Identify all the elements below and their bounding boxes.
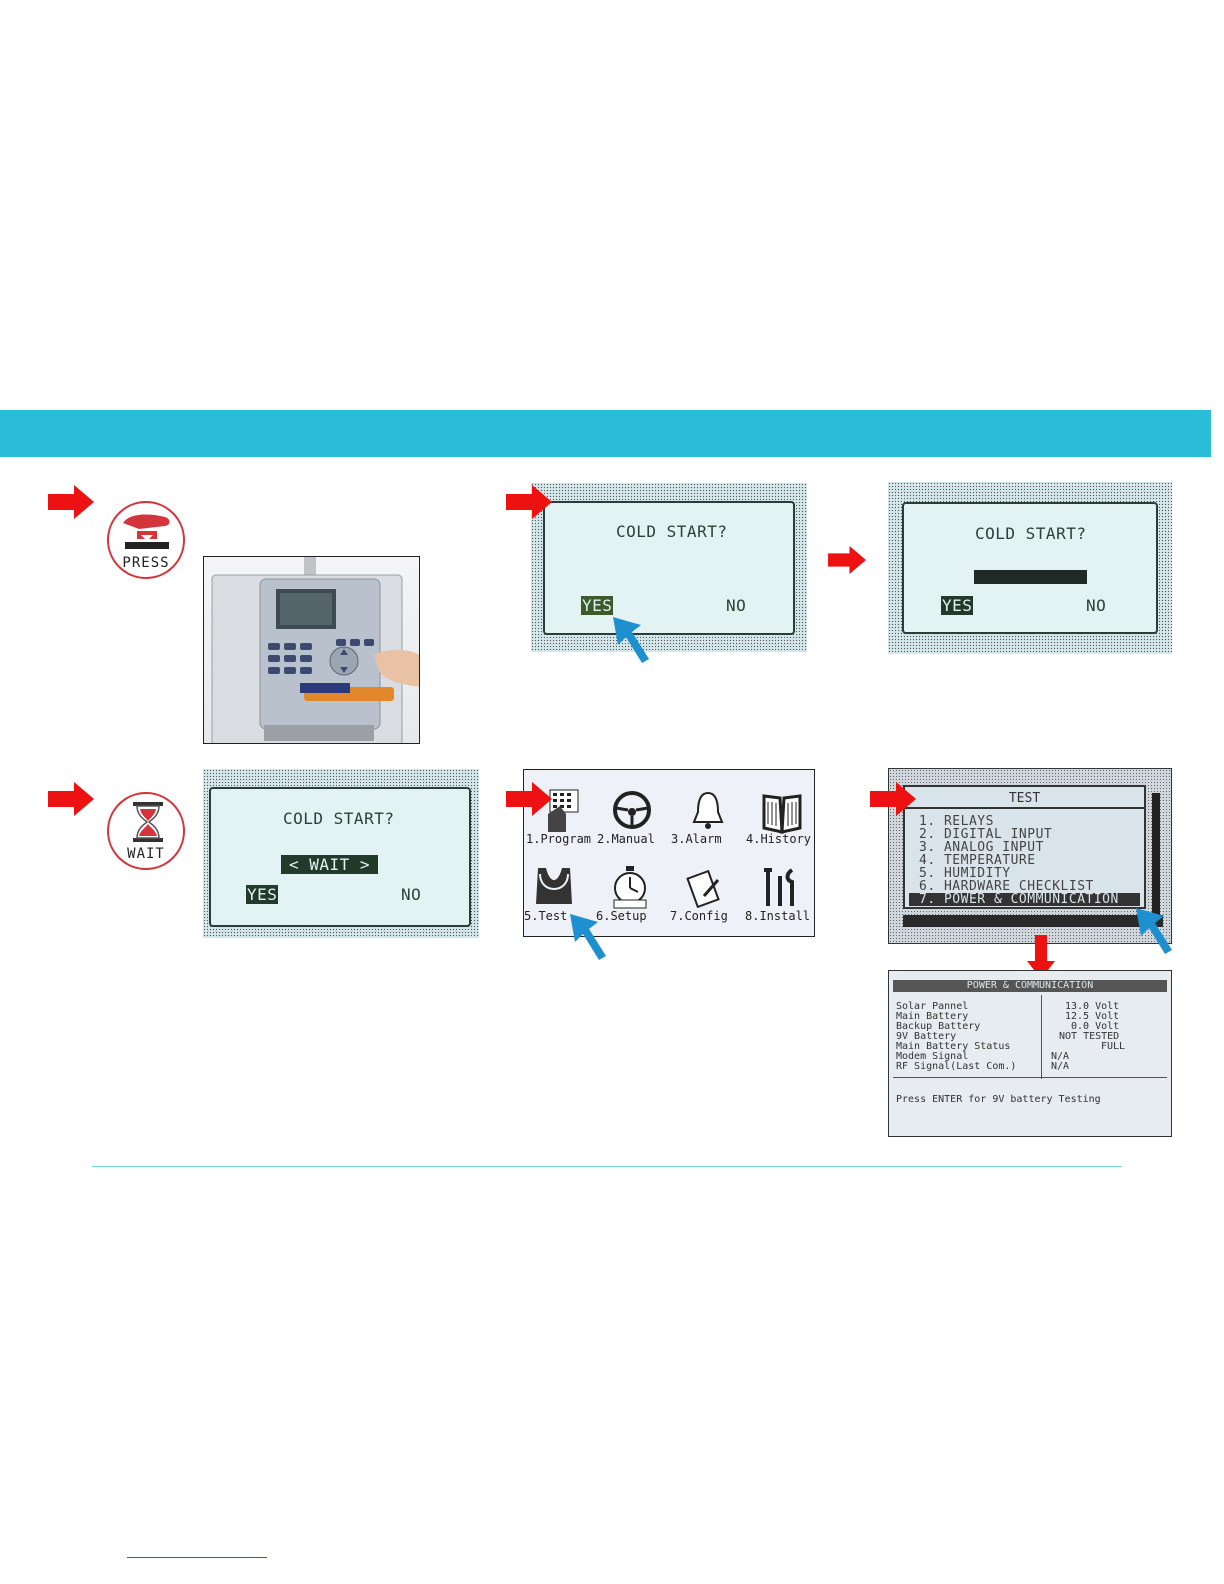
step4-arrow-icon xyxy=(48,782,94,816)
notebook-pen-icon xyxy=(686,869,720,909)
no-option-2[interactable]: NO xyxy=(1086,596,1107,615)
pc-value-modem-signal: N/A xyxy=(1051,1051,1070,1062)
step1-arrow-icon xyxy=(48,485,94,519)
pc-value-9v-battery: NOT TESTED xyxy=(1059,1031,1120,1042)
test-item-humidity[interactable]: 5. HUMIDITY xyxy=(919,866,1011,881)
test-item-analog-input[interactable]: 3. ANALOG INPUT xyxy=(919,840,1044,855)
menu-item-program[interactable]: 1.Program xyxy=(526,832,592,846)
no-option-1[interactable]: NO xyxy=(726,596,747,615)
power-comm-title: POWER & COMMUNICATION xyxy=(893,980,1167,992)
menu-item-history[interactable]: 4.History xyxy=(746,832,812,846)
step2-arrow-icon xyxy=(506,485,552,519)
steering-wheel-icon xyxy=(613,791,651,829)
hourglass-icon xyxy=(133,802,163,842)
wait-badge-label: WAIT xyxy=(127,846,165,862)
pointer-test-icon xyxy=(568,912,608,962)
header-band xyxy=(0,410,1211,457)
pointer-power-comm-icon xyxy=(1134,906,1174,956)
pc-label-main-battery-status: Main Battery Status xyxy=(896,1041,1011,1052)
main-menu-screen: 1.Program 2.Manual 3.Alarm 4.History 5.T… xyxy=(523,769,815,937)
progress-bar xyxy=(974,570,1087,584)
cold-start-wait-screen: COLD START? < WAIT > YES NO xyxy=(203,769,479,938)
test-item-temperature[interactable]: 4. TEMPERATURE xyxy=(919,853,1036,868)
test-menu-screen: TEST 1. RELAYS 2. DIGITAL INPUT 3. ANALO… xyxy=(888,768,1172,944)
book-icon xyxy=(762,794,802,834)
yes-option-3[interactable]: YES xyxy=(246,885,279,904)
tools-icon xyxy=(764,868,794,906)
test-item-power-communication[interactable]: 7. POWER & COMMUNICATION xyxy=(909,893,1140,906)
cold-start-question-3: COLD START? xyxy=(283,809,395,828)
wait-badge: WAIT xyxy=(107,792,185,870)
transition-arrow-icon xyxy=(823,546,871,574)
cold-start-screen-1: COLD START? YES NO xyxy=(531,483,807,652)
test-menu-title: TEST xyxy=(1008,791,1041,806)
menu-item-test[interactable]: 5.Test xyxy=(524,909,568,923)
footer-link-underline xyxy=(127,1557,267,1558)
test-menu-panel: TEST 1. RELAYS 2. DIGITAL INPUT 3. ANALO… xyxy=(903,785,1146,909)
pc-label-backup-battery: Backup Battery xyxy=(896,1021,981,1032)
pc-label-solar: Solar Pannel xyxy=(896,1001,969,1012)
cold-start-screen-2: COLD START? YES NO xyxy=(888,482,1172,654)
menu-item-setup[interactable]: 6.Setup xyxy=(596,909,647,923)
cold-start-question-2: COLD START? xyxy=(975,524,1087,543)
scrollbar[interactable] xyxy=(1152,793,1160,923)
stethoscope-icon xyxy=(536,868,572,904)
pc-label-9v-battery: 9V Battery xyxy=(896,1031,957,1042)
menu-item-config[interactable]: 7.Config xyxy=(670,909,728,923)
pc-value-main-battery-status: FULL xyxy=(1101,1041,1126,1052)
press-hand-icon xyxy=(123,514,170,549)
test-item-digital-input[interactable]: 2. DIGITAL INPUT xyxy=(919,827,1053,842)
pc-value-main-battery: 12.5 Volt xyxy=(1065,1011,1120,1022)
stopwatch-icon xyxy=(613,866,647,909)
pc-label-modem-signal: Modem Signal xyxy=(896,1051,969,1062)
pc-value-backup-battery: 0.0 Volt xyxy=(1071,1021,1120,1032)
wait-indicator: < WAIT > xyxy=(281,855,379,874)
cold-start-question-1: COLD START? xyxy=(616,522,728,541)
press-badge: PRESS xyxy=(107,501,185,579)
press-badge-label: PRESS xyxy=(122,555,170,571)
status-strip xyxy=(903,915,1163,927)
controller-photo xyxy=(203,556,420,744)
menu-item-manual[interactable]: 2.Manual xyxy=(597,832,655,846)
menu-item-install[interactable]: 8.Install xyxy=(745,909,811,923)
keypad-hand-icon xyxy=(548,789,579,832)
controller-device-image xyxy=(211,557,419,743)
no-option-3[interactable]: NO xyxy=(401,885,422,904)
pc-footer-hint: Press ENTER for 9V battery Testing xyxy=(896,1094,1101,1105)
bell-icon xyxy=(692,791,724,829)
yes-option-1[interactable]: YES xyxy=(581,596,614,615)
column-divider xyxy=(1041,995,1042,1079)
pc-value-solar: 13.0 Volt xyxy=(1065,1001,1120,1012)
down-arrow-icon xyxy=(1027,935,1055,979)
test-item-hardware-checklist[interactable]: 6. HARDWARE CHECKLIST xyxy=(919,879,1094,894)
step6-arrow-icon xyxy=(870,782,916,816)
test-item-relays[interactable]: 1. RELAYS xyxy=(919,814,994,829)
pc-label-rf-signal: RF Signal(Last Com.) xyxy=(896,1061,1017,1072)
menu-item-alarm[interactable]: 3.Alarm xyxy=(671,832,722,846)
pc-label-main-battery: Main Battery xyxy=(896,1011,969,1022)
yes-option-2[interactable]: YES xyxy=(941,596,974,615)
section-divider xyxy=(893,1077,1167,1078)
pc-value-rf-signal: N/A xyxy=(1051,1061,1070,1072)
pointer-yes-icon xyxy=(611,615,651,665)
section-rule xyxy=(92,1166,1122,1167)
step5-arrow-icon xyxy=(506,782,552,816)
power-comm-screen: POWER & COMMUNICATION Solar Pannel 13.0 … xyxy=(888,970,1172,1137)
